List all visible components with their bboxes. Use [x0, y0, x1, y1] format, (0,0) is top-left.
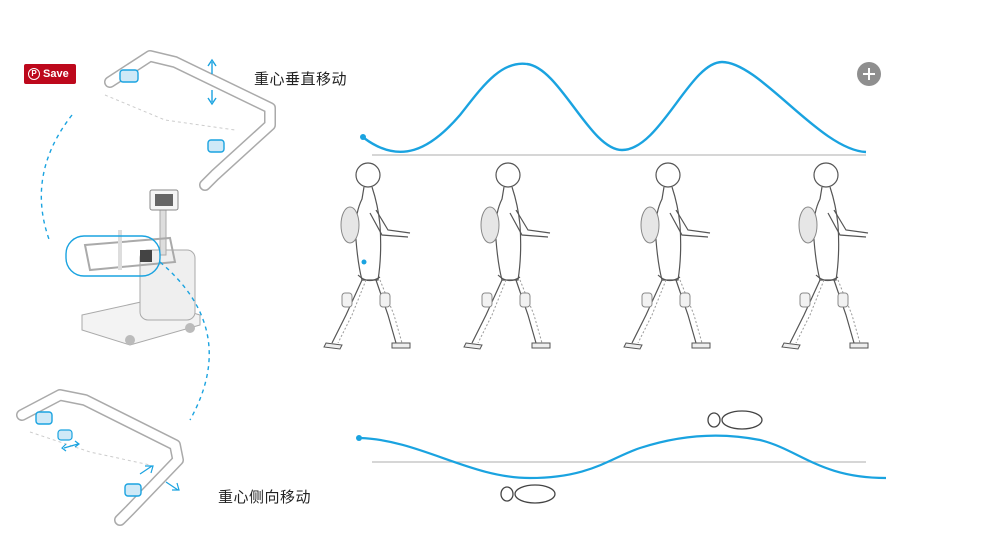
vertical-curve-start-dot: [360, 134, 366, 140]
lateral-cog-curve: [360, 436, 886, 478]
bottom-frame-illustration: [22, 395, 179, 520]
footprint-lower: [501, 485, 555, 503]
connector-top: [41, 115, 72, 242]
pinterest-save-button[interactable]: P Save: [24, 64, 76, 84]
walking-figure-1: [324, 163, 410, 349]
zoom-in-icon[interactable]: [857, 62, 881, 86]
rehab-device-illustration: [66, 190, 200, 345]
vertical-movement-label: 重心垂直移动: [254, 68, 347, 89]
walking-figure-3: [624, 163, 710, 349]
footprint-upper: [708, 411, 762, 429]
pinterest-icon: P: [28, 68, 40, 80]
vertical-cog-curve: [364, 62, 866, 152]
figure-marker-dot: [362, 260, 367, 265]
lateral-curve-start-dot: [356, 435, 362, 441]
save-button-label: Save: [43, 68, 69, 80]
lateral-movement-label: 重心侧向移动: [218, 486, 311, 507]
top-frame-illustration: [105, 56, 270, 185]
walking-figure-4: [782, 163, 868, 349]
walking-figure-2: [464, 163, 550, 349]
